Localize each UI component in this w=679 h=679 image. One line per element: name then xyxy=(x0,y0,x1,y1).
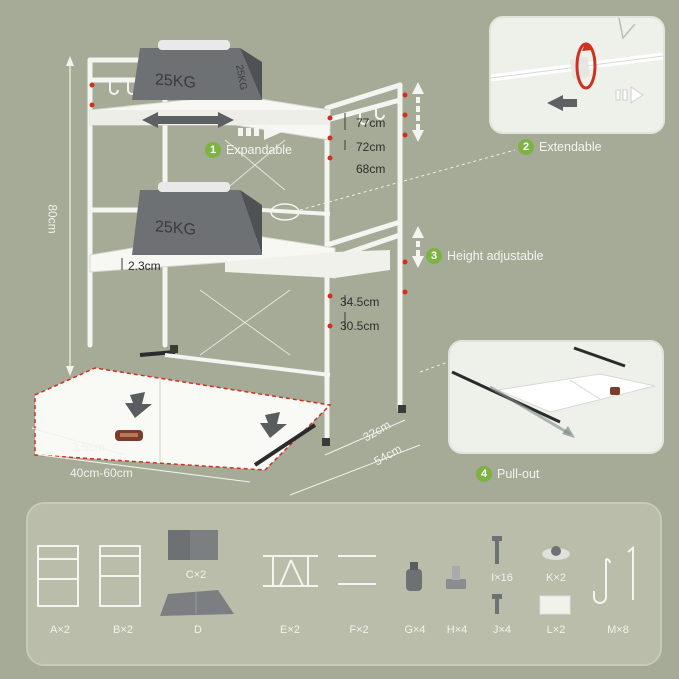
feature-label: Extendable xyxy=(539,140,602,154)
part-label-l: L×2 xyxy=(546,624,566,636)
dim-30-5: 30.5cm xyxy=(340,319,380,333)
rack-illustration xyxy=(31,40,516,496)
dim-68: 68cm xyxy=(356,162,386,176)
part-k-icon xyxy=(542,546,570,560)
part-label-f: F×2 xyxy=(349,624,369,636)
weight-label-middle: 25KG xyxy=(155,218,196,239)
part-e-icon xyxy=(263,555,318,587)
feature-height-adjustable: 3 Height adjustable xyxy=(426,248,544,264)
feature-expandable: 1 Expandable xyxy=(205,142,292,158)
inset-extendable-rod xyxy=(489,16,665,134)
weight-label-top: 25KG xyxy=(155,71,196,92)
part-f-icon xyxy=(338,555,376,585)
part-label-d: D xyxy=(194,624,202,636)
feature-label: Expandable xyxy=(226,143,293,157)
weight-mid xyxy=(132,182,262,255)
part-a-icon xyxy=(37,545,79,607)
feature-pull-out: 4 Pull-out xyxy=(476,466,539,482)
part-h-icon xyxy=(446,566,466,589)
extendable-rod-illustration xyxy=(491,18,663,111)
part-label-m: M×8 xyxy=(607,624,629,636)
part-label-j: J×4 xyxy=(492,624,512,636)
part-d-icon xyxy=(160,590,234,616)
dim-34-5: 34.5cm xyxy=(340,295,380,309)
feature-extendable: 2 Extendable xyxy=(518,139,602,155)
dim-thickness: 2.3cm xyxy=(128,259,161,273)
dim-3-5: 3.5cm xyxy=(72,440,105,454)
feature-number: 3 xyxy=(426,248,442,264)
dim-width-range: 40cm-60cm xyxy=(70,466,133,480)
part-i-icon xyxy=(492,536,502,564)
part-label-e: E×2 xyxy=(280,624,300,636)
part-b-icon xyxy=(99,545,141,607)
part-label-i: I×16 xyxy=(491,572,513,584)
part-label-a: A×2 xyxy=(50,624,70,636)
weight-top xyxy=(132,40,262,100)
parts-illustrations xyxy=(37,530,634,616)
part-j-icon xyxy=(492,594,502,614)
inset-pull-out xyxy=(448,340,664,454)
part-label-c: C×2 xyxy=(185,569,207,581)
feature-number: 1 xyxy=(205,142,221,158)
feature-number: 2 xyxy=(518,139,534,155)
dim-72: 72cm xyxy=(356,140,386,154)
feature-label: Pull-out xyxy=(497,467,540,481)
part-g-icon xyxy=(406,562,422,591)
parts-list-panel: A×2 B×2 C×2 D E×2 F×2 G×4 H×4 I×16 J×4 K… xyxy=(26,502,662,666)
part-l-icon xyxy=(539,595,571,615)
pull-out-illustration xyxy=(451,346,656,438)
part-label-b: B×2 xyxy=(113,624,133,636)
dim-height: 80cm xyxy=(45,204,60,234)
part-label-h: H×4 xyxy=(446,624,468,636)
feature-number: 4 xyxy=(476,466,492,482)
part-c-icon xyxy=(168,530,218,560)
part-label-g: G×4 xyxy=(404,624,426,636)
dim-77: 77cm xyxy=(356,116,386,130)
part-m-icon xyxy=(593,545,634,604)
part-label-k: K×2 xyxy=(546,572,566,584)
feature-label: Height adjustable xyxy=(447,249,544,263)
